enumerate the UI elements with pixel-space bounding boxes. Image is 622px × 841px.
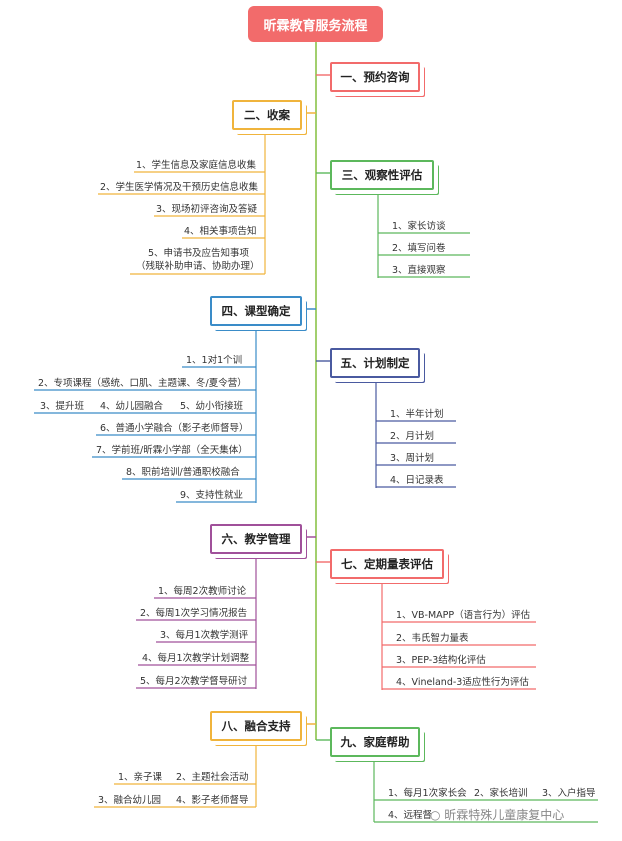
section-6-box: 六、教学管理 (210, 524, 302, 554)
s2-item-1: 1、学生信息及家庭信息收集 (136, 160, 257, 171)
section-2-box: 二、收案 (232, 100, 302, 130)
section-1-box: 一、预约咨询 (330, 62, 420, 92)
watermark: ○ 昕霖特殊儿童康复中心 (430, 808, 565, 822)
s2-item-5-note: （残联补助申请、协助办理） (136, 261, 260, 272)
section-5-box: 五、计划制定 (330, 348, 420, 378)
s5-item-4: 4、日记录表 (390, 475, 444, 486)
s2-item-5: 5、申请书及应告知事项 (148, 248, 250, 259)
s7-item-3: 3、PEP-3结构化评估 (396, 655, 486, 666)
s4-item-3: 3、提升班 (40, 401, 85, 412)
s3-item-3: 3、直接观察 (392, 265, 446, 276)
s6-item-2: 2、每周1次学习情况报告 (140, 608, 248, 619)
section-8-box: 八、融合支持 (210, 711, 302, 741)
s2-item-3: 3、现场初评咨询及答疑 (156, 204, 258, 215)
s4-item-8: 8、职前培训/普通职校融合 (126, 467, 240, 478)
s3-item-2: 2、填写问卷 (392, 243, 446, 254)
section-9-box: 九、家庭帮助 (330, 727, 420, 757)
section-4-box: 四、课型确定 (210, 296, 302, 326)
s4-item-7: 7、学前班/昕霖小学部（全天集体） (96, 445, 248, 456)
s4-item-2: 2、专项课程（感统、口肌、主题课、冬/夏令营） (38, 378, 247, 389)
s4-item-6: 6、普通小学融合（影子老师督导） (100, 423, 249, 434)
s2-item-4: 4、相关事项告知 (184, 226, 257, 237)
s4-item-4: 4、幼儿园融合 (100, 401, 164, 412)
flow-title: 昕霖教育服务流程 (248, 6, 383, 42)
s4-item-1: 1、1对1个训 (186, 355, 243, 366)
s5-item-3: 3、周计划 (390, 453, 435, 464)
s7-item-4: 4、Vineland-3适应性行为评估 (396, 677, 529, 688)
s6-item-4: 4、每月1次教学计划调整 (142, 653, 250, 664)
s7-item-1: 1、VB-MAPP（语言行为）评估 (396, 610, 531, 621)
s9-item-1: 1、每月1次家长会 (388, 788, 467, 799)
s8-item-2: 2、主题社会活动 (176, 772, 249, 783)
s6-item-3: 3、每月1次教学测评 (160, 630, 249, 641)
s8-item-4: 4、影子老师督导 (176, 795, 249, 806)
s9-item-4: 4、远程督 (388, 810, 433, 821)
s8-item-3: 3、融合幼儿园 (98, 795, 162, 806)
s5-item-2: 2、月计划 (390, 431, 435, 442)
s4-item-9: 9、支持性就业 (180, 490, 244, 501)
section-7-box: 七、定期量表评估 (330, 549, 444, 579)
s8-item-1: 1、亲子课 (118, 772, 163, 783)
section-3-box: 三、观察性评估 (330, 160, 434, 190)
s6-item-1: 1、每周2次教师讨论 (158, 586, 247, 597)
s6-item-5: 5、每月2次教学督导研讨 (140, 676, 248, 687)
s9-item-2: 2、家长培训 (474, 788, 528, 799)
s7-item-2: 2、韦氏智力量表 (396, 633, 469, 644)
s2-item-2: 2、学生医学情况及干预历史信息收集 (100, 182, 259, 193)
s9-item-3: 3、入户指导 (542, 788, 596, 799)
s5-item-1: 1、半年计划 (390, 409, 444, 420)
s3-item-1: 1、家长访谈 (392, 221, 446, 232)
s4-item-5: 5、幼小衔接班 (180, 401, 244, 412)
